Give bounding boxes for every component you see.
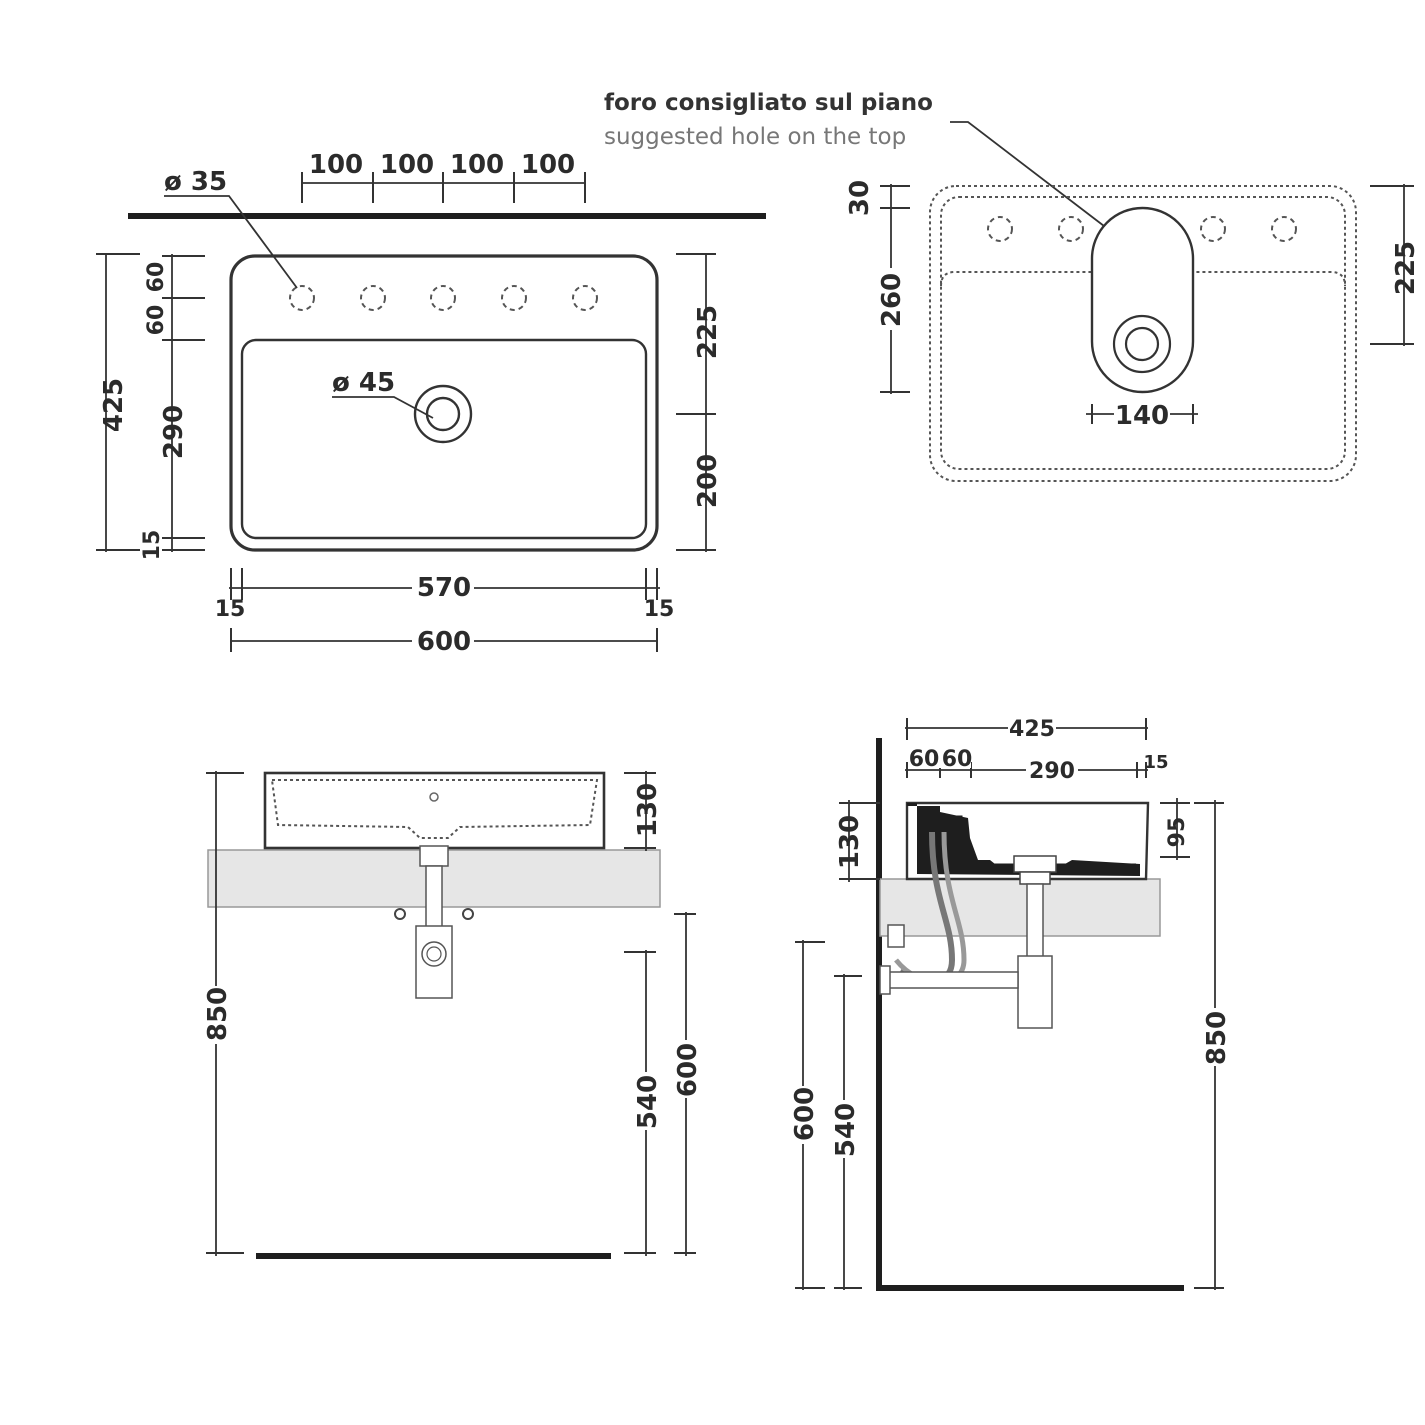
front-height-total-label: 850 (203, 987, 233, 1041)
hole-spacing-1: 100 (309, 150, 363, 180)
front-basin-height-label: 130 (633, 783, 663, 837)
side-seg-c-label: 290 (1029, 759, 1075, 784)
hole-top-offset-label: 30 (845, 180, 875, 216)
width-total-label: 600 (417, 627, 471, 657)
tap-hole (289, 285, 315, 311)
side-seg-d-label: 15 (1143, 752, 1168, 773)
drain-diameter-label: ø 45 (332, 368, 395, 398)
side-height-trap-label: 540 (831, 1103, 861, 1157)
side-height-total-label: 850 (1202, 1011, 1232, 1065)
depth-hole-1-label: 60 (144, 262, 169, 293)
hole-spacing-3: 100 (450, 150, 504, 180)
leader-hole (164, 195, 298, 289)
front-height-trap-label: 540 (633, 1075, 663, 1129)
top-view: ø 35 ø 45 100 100 100 100 425 60 60 290 … (96, 150, 766, 657)
side-bowl-depth-label: 95 (1165, 817, 1190, 848)
width-inner-label: 570 (417, 573, 471, 603)
depth-basin-label: 290 (159, 405, 189, 459)
right-lower-label: 200 (693, 454, 723, 508)
hole-label-en: suggested hole on the top (604, 124, 906, 150)
hole-right-dim-label: 225 (1391, 241, 1421, 295)
front-view: 130 850 540 600 (200, 771, 703, 1259)
leader-drain (332, 396, 434, 419)
hole-view: foro consigliato sul piano suggested hol… (604, 90, 1421, 482)
side-seg-a-label: 60 (909, 747, 940, 772)
width-rim-right-label: 15 (644, 597, 675, 622)
basin-outline-dashed (929, 185, 1357, 482)
tap-hole (501, 285, 527, 311)
tap-hole (572, 285, 598, 311)
hole-left-dim-label: 260 (877, 273, 907, 327)
tap-holes (289, 285, 598, 311)
hole-width-label: 140 (1115, 401, 1169, 431)
depth-hole-2-label: 60 (144, 305, 169, 336)
side-view: 425 60 60 290 15 130 95 850 (787, 712, 1232, 1291)
drain (413, 384, 473, 444)
leader-hole-top (950, 121, 1105, 227)
side-depth-total-label: 425 (1009, 717, 1055, 742)
side-height-supply-label: 600 (790, 1087, 820, 1141)
hole-spacing-4: 100 (521, 150, 575, 180)
depth-rim-label: 15 (140, 530, 165, 561)
tap-hole (430, 285, 456, 311)
basin-front (263, 771, 606, 850)
hole-diameter-label: ø 35 (164, 167, 227, 197)
side-basin-height-label: 130 (835, 815, 865, 869)
hole-label-it: foro consigliato sul piano (604, 90, 933, 116)
depth-total-label: 425 (99, 378, 129, 432)
tap-hole (360, 285, 386, 311)
width-rim-left-label: 15 (215, 597, 246, 622)
right-upper-label: 225 (693, 305, 723, 359)
side-countertop (879, 878, 1161, 937)
front-height-supply-label: 600 (673, 1043, 703, 1097)
hole-spacing-2: 100 (380, 150, 434, 180)
side-seg-b-label: 60 (942, 747, 973, 772)
side-trap (1017, 955, 1053, 1029)
